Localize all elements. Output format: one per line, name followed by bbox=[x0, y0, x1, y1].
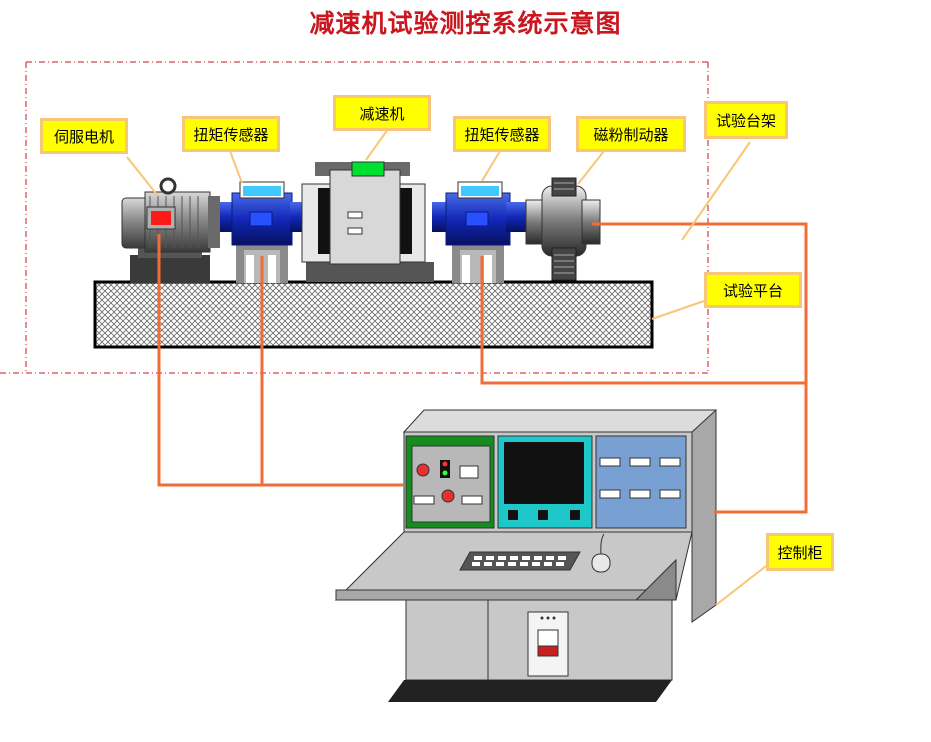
torque-sensor-left bbox=[220, 181, 310, 283]
magnetic-powder-brake bbox=[525, 177, 601, 281]
test-platform bbox=[93, 280, 654, 349]
label-torque-sensor-left: 扭矩传感器 bbox=[182, 116, 280, 152]
test-frame-boundary bbox=[0, 61, 709, 374]
signal-wires bbox=[157, 222, 808, 514]
leader-lines bbox=[126, 128, 767, 606]
servo-motor bbox=[121, 177, 220, 283]
label-brake: 磁粉制动器 bbox=[576, 116, 686, 152]
torque-sensor-right bbox=[432, 181, 528, 283]
label-control-cabinet: 控制柜 bbox=[766, 533, 834, 571]
label-reducer: 减速机 bbox=[333, 95, 431, 131]
diagram-title: 减速机试验测控系统示意图 bbox=[309, 9, 622, 38]
label-torque-sensor-right: 扭矩传感器 bbox=[453, 116, 551, 152]
label-test-platform: 试验平台 bbox=[704, 272, 802, 308]
control-cabinet bbox=[334, 408, 717, 702]
label-servo-motor: 伺服电机 bbox=[40, 118, 128, 154]
label-test-frame: 试验台架 bbox=[704, 101, 788, 139]
reducer bbox=[301, 161, 434, 282]
